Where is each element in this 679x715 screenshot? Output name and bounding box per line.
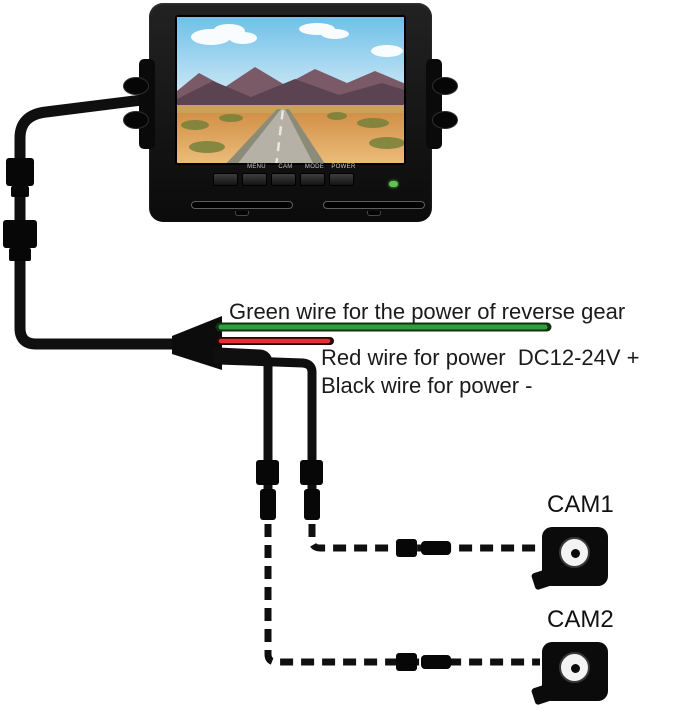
monitor-button-power [329, 173, 354, 186]
button-label-mode: MODE [304, 164, 325, 170]
wire-splitter [172, 316, 222, 370]
monitor-button-1 [213, 173, 238, 186]
bottom-slot-right [323, 201, 425, 209]
monitor-button-menu [242, 173, 267, 186]
button-label-power: POWER [331, 164, 356, 170]
cam1-connector-pair [396, 539, 451, 557]
clouds [191, 23, 403, 57]
camera-2 [530, 642, 608, 706]
landscape-scene [177, 17, 404, 163]
bracket-knob [432, 111, 458, 129]
road-edge-right [285, 109, 325, 163]
monitor-button-cam [271, 173, 296, 186]
bracket-knob [123, 111, 149, 129]
bracket-knob [123, 77, 149, 95]
camera-cable-right [213, 355, 317, 513]
camera-lens-pupil [571, 549, 580, 558]
monitor-bracket-left [139, 59, 155, 149]
camera-1 [530, 527, 608, 591]
slot-tab [235, 211, 249, 216]
cam2-label: CAM2 [547, 606, 614, 633]
green-wire-label: Green wire for the power of reverse gear [229, 299, 626, 324]
camera-lens [559, 652, 590, 683]
camera-cable-left-connector [256, 460, 279, 520]
road [226, 109, 325, 163]
inline-connector-a [6, 158, 34, 197]
bottom-slot-left [191, 201, 293, 209]
road-edge-left [226, 109, 281, 163]
monitor-bracket-right [426, 59, 442, 149]
monitor-screen [175, 15, 406, 165]
black-wire-label: Black wire for power - [321, 373, 533, 398]
cam2-dashed-cable [264, 524, 540, 666]
power-led [389, 181, 398, 187]
monitor-button-mode [300, 173, 325, 186]
button-label-row: MENU CAM MODE POWER [242, 164, 358, 170]
cam1-dashed-cable [308, 524, 540, 552]
camera-lens-pupil [571, 664, 580, 673]
road-centerline [275, 108, 285, 163]
near-mountains [177, 79, 404, 113]
cam1-label: CAM1 [547, 491, 614, 518]
camera-lens [559, 537, 590, 568]
slot-tab [367, 211, 381, 216]
button-label-menu: MENU [247, 164, 266, 170]
monitor: MENU CAM MODE POWER [123, 3, 458, 222]
red-wire-label: Red wire for power DC12-24V + [321, 345, 640, 370]
inline-connector-b [3, 220, 37, 261]
cam2-connector-pair [396, 653, 451, 671]
button-label-cam: CAM [278, 164, 293, 170]
bracket-knob [432, 77, 458, 95]
shrubs [181, 112, 404, 153]
button-row [213, 173, 354, 186]
camera-cable-right-connector [300, 460, 323, 520]
